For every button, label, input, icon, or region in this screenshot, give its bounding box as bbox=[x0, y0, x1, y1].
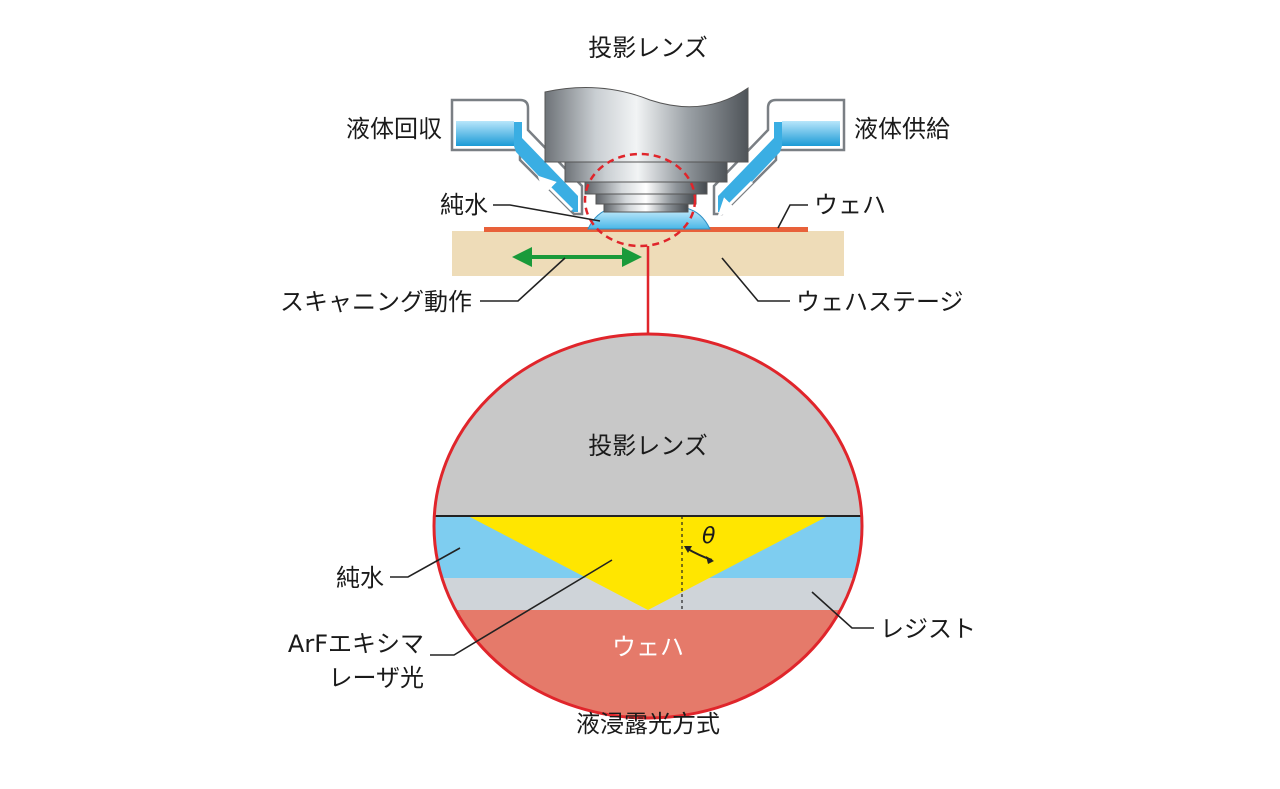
leader-laser bbox=[430, 559, 613, 656]
pure-water-label-detail: 純水 bbox=[336, 564, 384, 592]
laser-label-line1: ArFエキシマ bbox=[288, 630, 424, 658]
pure-water-label-top: 純水 bbox=[440, 191, 488, 219]
lens-label-top: 投影レンズ bbox=[588, 34, 708, 62]
leader-wafer-top bbox=[777, 204, 808, 229]
wafer-label-detail: ウェハ bbox=[612, 633, 684, 661]
highlight-circle bbox=[583, 152, 697, 248]
projection-lens bbox=[544, 87, 749, 213]
caption: 液浸露光方式 bbox=[576, 710, 720, 738]
theta-label: θ bbox=[702, 524, 716, 549]
laser-cone bbox=[470, 517, 826, 610]
recovery-flow-arrow bbox=[537, 175, 574, 212]
laser-label-line2: レーザ光 bbox=[328, 664, 424, 692]
recovery-tube bbox=[450, 98, 584, 216]
wafer-stage-label: ウェハステージ bbox=[796, 288, 964, 316]
leader-resist bbox=[811, 591, 874, 629]
leader-pure-water-detail bbox=[390, 547, 461, 578]
detail-view: θ 投影レンズ ウェハ 純水 ArFエキシマ レーザ光 レジスト bbox=[288, 332, 976, 720]
leader-wafer-stage bbox=[721, 257, 790, 302]
leader-pure-water-top bbox=[493, 204, 601, 222]
detail-oval-outline bbox=[432, 332, 864, 720]
detail-lens-region bbox=[434, 334, 862, 516]
lens-label-detail: 投影レンズ bbox=[588, 432, 708, 460]
scanning-arrow bbox=[512, 247, 642, 267]
wafer-label-top: ウェハ bbox=[814, 191, 886, 219]
supply-tube bbox=[712, 98, 846, 217]
leader-scanning bbox=[480, 257, 566, 302]
scanning-label: スキャニング動作 bbox=[280, 288, 472, 316]
liquid-recovery-label: 液体回収 bbox=[346, 115, 442, 143]
liquid-supply-label: 液体供給 bbox=[854, 115, 950, 143]
top-illustration: 投影レンズ 液体回収 液体供給 純水 ウェハ スキャニング動作 ウェハステージ bbox=[280, 34, 964, 335]
supply-flow-arrow bbox=[717, 180, 754, 217]
resist-label: レジスト bbox=[880, 615, 976, 643]
